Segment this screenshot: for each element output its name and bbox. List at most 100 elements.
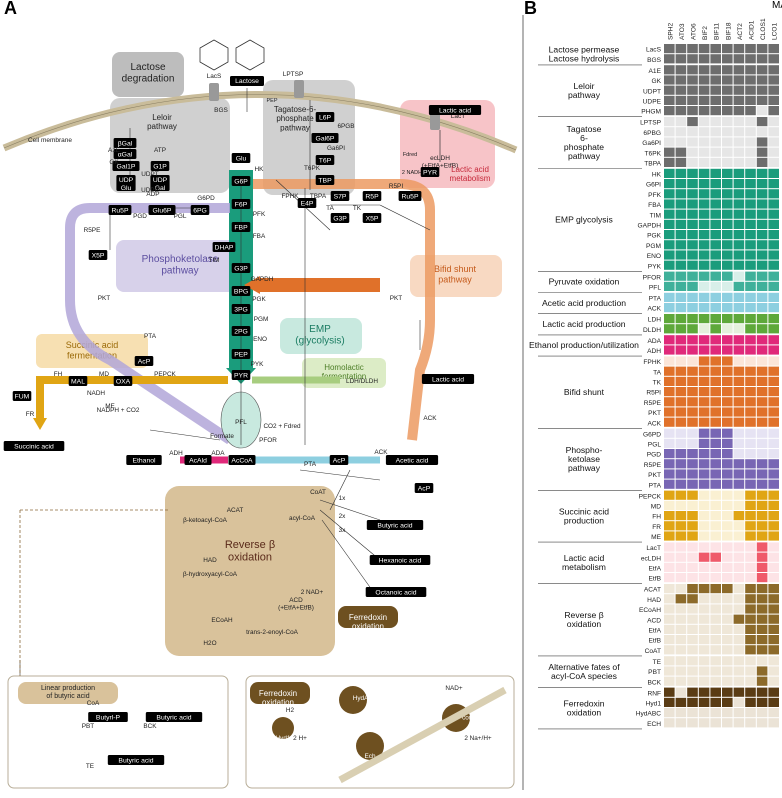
heatmap-cell-coat-acid1 xyxy=(745,645,756,655)
heatmap-cell-r5pi-clos1 xyxy=(756,387,768,397)
row-label-fphk: FPHK xyxy=(643,359,661,366)
heatmap-cell-pfk-bif2 xyxy=(698,189,710,199)
heatmap-cell-pfl-ato6 xyxy=(687,281,698,291)
heatmap-cell-fphk-ato3 xyxy=(675,356,687,366)
heatmap-cell-ga6pi-lco1 xyxy=(768,137,779,147)
heatmap-cell-etfa-bif2 xyxy=(698,624,710,634)
enzyme-hyd1: Hyd1 xyxy=(276,735,291,742)
node-e4p: E4P xyxy=(301,201,314,208)
heatmap-cell-etfb-sph2 xyxy=(664,635,675,645)
heatmap-cell-pkt-bif11 xyxy=(710,469,721,479)
node-oxa-box xyxy=(113,376,133,386)
heatmap-cell-hyd1-ato3 xyxy=(675,697,687,707)
heatmap-cell-pbt-ato3 xyxy=(675,666,687,676)
heatmap-cell-coat-ato6 xyxy=(687,645,698,655)
enzyme-atp: ATP xyxy=(154,147,166,154)
enzyme-a1e: A1E xyxy=(108,147,120,154)
heatmap-cell-ack-bif2 xyxy=(698,417,710,427)
heatmap-cell-coat-act2 xyxy=(733,645,745,655)
heatmap-cell-pkt-bif2 xyxy=(698,469,710,479)
heatmap-cell-gapdh-act2 xyxy=(733,219,745,229)
heatmap-cell-tim-bif11 xyxy=(710,209,721,219)
label-fdred: Fdred xyxy=(403,152,417,158)
heatmap-cell-lact-bif11 xyxy=(710,542,721,552)
succinic-band-head xyxy=(33,418,47,430)
heatmap-cell-ada-acid1 xyxy=(745,335,756,345)
heatmap-cell-gk-bif18 xyxy=(722,75,733,85)
heatmap-cell-r5pi-bif2 xyxy=(698,387,710,397)
cell-membrane-edge xyxy=(3,94,517,151)
region-phosphoketolase-bg xyxy=(116,240,248,292)
heatmap-cell-bck-ato6 xyxy=(687,676,698,686)
heatmap-cell-pkt-ato3 xyxy=(675,407,687,417)
heatmap-cell-pta-bif18 xyxy=(722,479,733,489)
heatmap-cell-etfa-ato3 xyxy=(675,624,687,634)
heatmap-cell-hydabc-bif18 xyxy=(722,708,733,718)
heatmap-cell-fphk-bif18 xyxy=(722,356,733,366)
heatmap-cell-pbt-sph2 xyxy=(664,666,675,676)
heatmap-cell-hyd1-clos1 xyxy=(756,697,768,707)
enzyme-r5pi: R5PI xyxy=(389,183,403,190)
heatmap-cell-lacs-act2 xyxy=(733,44,745,54)
heatmap-cell-gk-ato6 xyxy=(687,75,698,85)
heatmap-cell-tbpa-act2 xyxy=(733,157,745,167)
heatmap-cell-adh-bif18 xyxy=(722,345,733,355)
heatmap-cell-pfl-ato3 xyxy=(675,281,687,291)
heatmap-cell-me-bif18 xyxy=(722,531,733,541)
heatmap-cell-pta-bif11 xyxy=(710,292,721,302)
heatmap-cell-pyk-ato3 xyxy=(675,260,687,270)
heatmap-cell-ecoah-bif2 xyxy=(698,604,710,614)
node-g1p-box xyxy=(150,161,170,171)
heatmap-cell-hyd1-lco1 xyxy=(768,697,779,707)
bifid-arrow-head xyxy=(244,276,260,294)
heatmap-cell-te-ato3 xyxy=(675,656,687,666)
heatmap-cell-g6pd-bif2 xyxy=(698,428,710,438)
node-octanoic: Octanoic acid xyxy=(375,590,416,597)
heatmap-cell-pgd-bif11 xyxy=(710,449,721,459)
enzyme-te: TE xyxy=(86,763,94,770)
row-label-r5pe: R5PE xyxy=(644,400,662,407)
heatmap-cell-ecldh-acid1 xyxy=(745,552,756,562)
heatmap-cell-hyd1-act2 xyxy=(733,697,745,707)
heatmap-cell-bgs-bif2 xyxy=(698,54,710,64)
heatmap-cell-te-acid1 xyxy=(745,656,756,666)
heatmap-cell-a1e-bif2 xyxy=(698,65,710,75)
heatmap-cell-lact-bif18 xyxy=(722,542,733,552)
heatmap-cell-g6pi-sph2 xyxy=(664,179,675,189)
heatmap-cell-ldh-clos1 xyxy=(756,314,768,324)
heatmap-cell-udpt-bif11 xyxy=(710,85,721,95)
heatmap-cell-fphk-sph2 xyxy=(664,356,675,366)
heatmap-cell-t6pk-sph2 xyxy=(664,147,675,157)
heatmap-cell-fba-lco1 xyxy=(768,199,779,209)
heatmap-cell-lact-ato6 xyxy=(687,542,698,552)
heatmap-cell-udpt-acid1 xyxy=(745,85,756,95)
heatmap-cell-rnf-clos1 xyxy=(756,687,768,697)
heatmap-cell-pfor-acid1 xyxy=(745,271,756,281)
heatmap-cell-ack-sph2 xyxy=(664,303,675,313)
heatmap-cell-acat-ato3 xyxy=(675,584,687,594)
enzyme-h2o: H2O xyxy=(203,640,216,647)
heatmap-cell-6pbg-acid1 xyxy=(745,127,756,137)
heatmap-cell-g6pi-acid1 xyxy=(745,179,756,189)
node-lactic_top: Lactic acid xyxy=(439,108,471,115)
heatmap-cell-fba-act2 xyxy=(733,199,745,209)
heatmap-cell-lacs-bif11 xyxy=(710,44,721,54)
heatmap-cell-ldh-bif18 xyxy=(722,314,733,324)
heatmap-cell-r5pi-acid1 xyxy=(745,387,756,397)
row-label-fh: FH xyxy=(652,514,661,521)
heatmap-cell-r5pe-sph2 xyxy=(664,459,675,469)
heatmap-cell-lacs-bif18 xyxy=(722,44,733,54)
heatmap-cell-pta-ato3 xyxy=(675,292,687,302)
enzyme-fh: FH xyxy=(54,371,63,378)
heatmap-cell-ech-clos1 xyxy=(756,718,768,728)
heatmap-cell-g6pi-clos1 xyxy=(756,179,768,189)
heatmap-cell-tk-bif18 xyxy=(722,376,733,386)
heatmap-cell-pfk-acid1 xyxy=(745,189,756,199)
heatmap-cell-g6pi-bif18 xyxy=(722,179,733,189)
enzyme-pfk: PFK xyxy=(253,211,266,218)
